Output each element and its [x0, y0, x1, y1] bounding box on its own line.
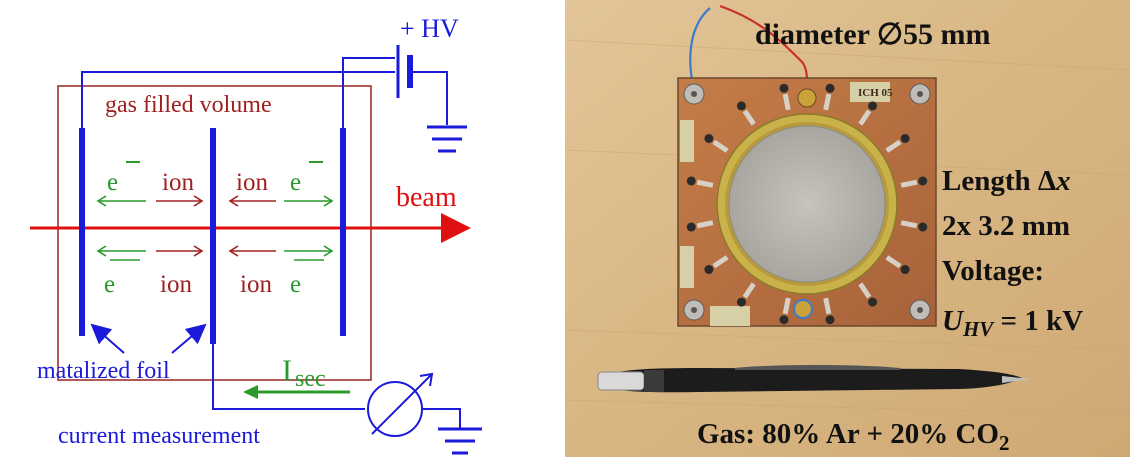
board-slot — [785, 298, 788, 314]
hv-label: + HV — [400, 14, 459, 43]
board-slot — [826, 94, 829, 110]
length-value: 2x 3.2 mm — [942, 210, 1070, 242]
ion-label-bottom-left: ion — [160, 271, 192, 298]
metalized-foil-disc — [729, 126, 885, 282]
board-hole — [868, 101, 877, 110]
foil-label: matalized foil — [37, 358, 170, 384]
ammeter-icon — [368, 374, 460, 436]
board-hole — [687, 223, 696, 232]
ground-icon-bottom — [438, 429, 482, 453]
ion-label-top-right: ion — [236, 169, 268, 196]
foil-pointer-right — [172, 325, 205, 353]
voltage-label: Voltage: — [942, 255, 1044, 287]
board-hole — [901, 134, 910, 143]
board-hole — [826, 315, 835, 324]
connector-bottom — [794, 300, 812, 318]
board-hole — [868, 298, 877, 307]
board-slot — [901, 182, 917, 185]
ion-label-bottom-right: ion — [240, 271, 272, 298]
board-hole — [737, 101, 746, 110]
electron-label-bottom-left: e — [104, 271, 115, 298]
electron-label-bottom-right: e — [290, 271, 301, 298]
board-hole — [901, 265, 910, 274]
board-tag: ICH 05 — [858, 87, 893, 99]
board-slot — [697, 223, 713, 226]
ion-label-top-left: ion — [162, 169, 194, 196]
schematic-panel: gas filled volume + HV beam e ion i — [30, 14, 482, 453]
beam-label: beam — [396, 182, 457, 213]
hv-battery-icon — [398, 45, 447, 125]
board-slot — [785, 94, 788, 110]
gas-label: Gas: 80% Ar + 20% CO2 — [697, 418, 1009, 455]
board-hole — [779, 315, 788, 324]
foil-pointer-left — [92, 325, 124, 353]
electron-label-top-left: e — [107, 169, 118, 196]
board-hole — [687, 176, 696, 185]
diameter-label: diameter ∅55 mm — [755, 18, 991, 51]
photo-panel: ICH 05 diameter ∅55 mm Length Δx — [565, 0, 1130, 457]
connector-top — [798, 89, 816, 107]
measurement-label: current measurement — [58, 423, 260, 449]
gas-volume-label: gas filled volume — [105, 92, 272, 118]
board-hole — [704, 134, 713, 143]
board-hole — [737, 298, 746, 307]
length-label: Length Δx — [942, 165, 1071, 197]
board-hole — [826, 84, 835, 93]
ground-icon-top — [427, 127, 467, 151]
board-hole — [704, 265, 713, 274]
current-arrow-head — [243, 385, 258, 399]
electron-label-top-right: e — [290, 169, 301, 196]
board-slot — [901, 223, 917, 226]
board-hole — [918, 176, 927, 185]
board-slot — [697, 182, 713, 185]
board-hole — [918, 223, 927, 232]
board-hole — [779, 84, 788, 93]
board-slot — [826, 298, 829, 314]
